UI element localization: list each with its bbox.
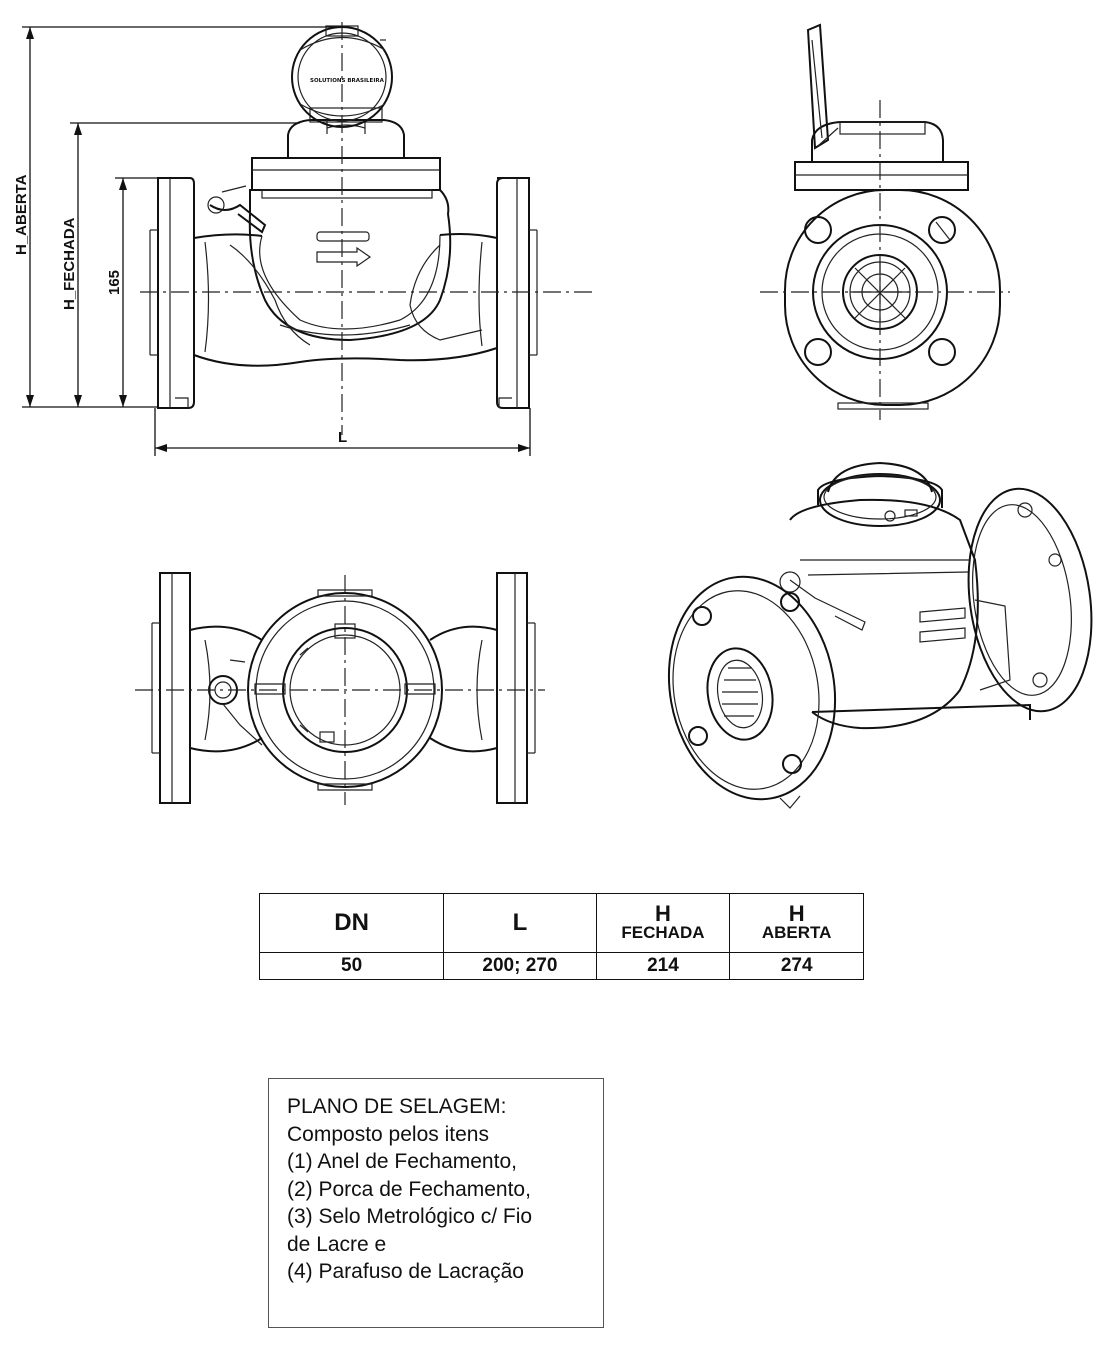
cell-h-fechada: 214 — [595, 952, 731, 980]
sealing-plan-line: (1) Anel de Fechamento, — [287, 1150, 517, 1173]
side-view — [760, 23, 1010, 420]
cell-dn: 50 — [258, 952, 445, 980]
sealing-plan-line: (2) Porca de Fechamento, — [287, 1177, 531, 1201]
cell-l: 200; 270 — [443, 952, 597, 980]
table-header-row: DN L H FECHADA H ABERTA — [258, 893, 864, 953]
height-165-label: 165 — [106, 270, 123, 295]
sealing-plan-line: de Lacre e — [287, 1232, 387, 1256]
h-aberta-label: H_ABERTA — [13, 174, 30, 255]
header-h-fechada: H FECHADA — [595, 893, 731, 953]
table-row: 50 200; 270 214 274 — [258, 952, 864, 980]
register-label: SOLUTIONS BRASILEIRA — [310, 78, 385, 84]
meter-drawing-views: SOLUTIONS BRASILEIRA H_ABERTA H_FECHADA … — [13, 22, 1093, 809]
top-view — [135, 572, 545, 805]
front-view-dimensions: H_ABERTA H_FECHADA 165 L — [13, 26, 531, 456]
h-fechada-label: H_FECHADA — [61, 217, 78, 310]
length-label: L — [338, 429, 347, 446]
sealing-plan-line: Composto pelos itens — [287, 1122, 489, 1146]
sealing-plan-title: PLANO DE SELAGEM: — [287, 1095, 507, 1118]
isometric-view — [667, 461, 1093, 809]
sealing-plan-line: (3) Selo Metrológico c/ Fio — [287, 1205, 533, 1228]
cell-h-aberta: 274 — [729, 952, 864, 980]
dimensions-table: DN L H FECHADA H ABERTA 50 200; 270 214 … — [258, 893, 864, 980]
sealing-plan-line: (4) Parafuso de Lacração — [287, 1260, 524, 1283]
header-h-aberta: H ABERTA — [729, 893, 864, 953]
front-view: SOLUTIONS BRASILEIRA — [140, 22, 595, 435]
header-dn: DN — [258, 893, 445, 953]
sealing-plan-box: PLANO DE SELAGEM: Composto pelos itens (… — [268, 1078, 604, 1328]
header-l: L — [443, 893, 597, 953]
